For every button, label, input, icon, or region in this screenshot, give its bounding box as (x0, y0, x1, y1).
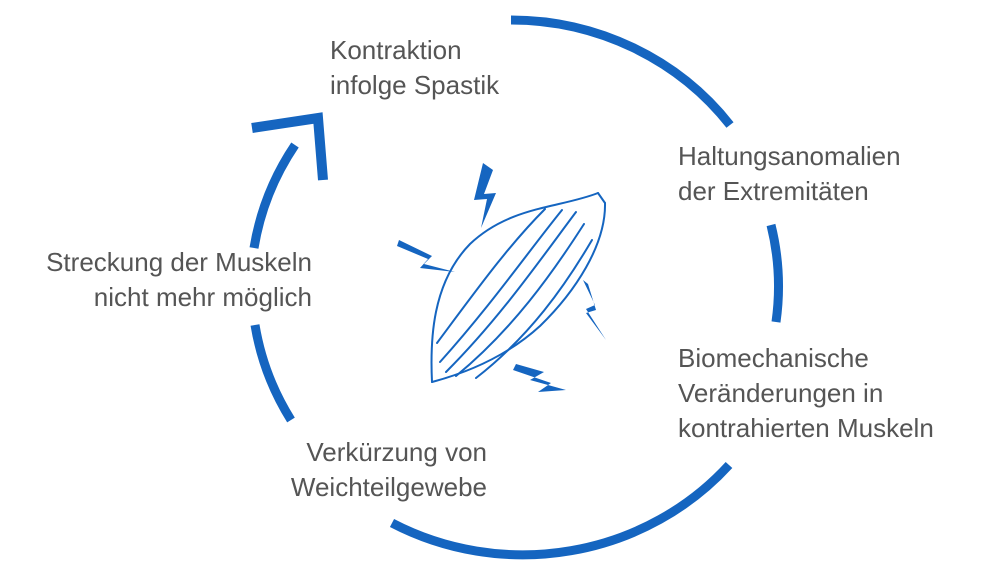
step-soft-tissue-shortening-line1: Verkürzung von (306, 437, 487, 467)
step-posture-anomalies: Haltungsanomalien der Extremitäten (678, 139, 901, 209)
step-contraction-line1: Kontraktion (330, 35, 462, 65)
cycle-arc-left-upper (249, 142, 299, 249)
lightning-bolt-icon (583, 280, 606, 340)
step-stretching-impossible: Streckung der Muskeln nicht mehr möglich (46, 245, 312, 315)
step-posture-anomalies-line2: der Extremitäten (678, 176, 869, 206)
cycle-arc-right (766, 223, 783, 323)
step-biomechanical-changes-line3: kontrahierten Muskeln (678, 413, 934, 443)
step-stretching-impossible-line1: Streckung der Muskeln (46, 247, 312, 277)
step-biomechanical-changes-line2: Veränderungen in (678, 378, 884, 408)
cycle-arc-top-right (510, 15, 734, 128)
lightning-bolt-icon (397, 240, 455, 272)
cycle-arc-bottom (389, 461, 733, 560)
step-soft-tissue-shortening: Verkürzung von Weichteilgewebe (291, 435, 487, 505)
step-biomechanical-changes: Biomechanische Veränderungen in kontrahi… (678, 341, 934, 446)
lightning-bolt-icon (513, 364, 566, 392)
step-contraction: Kontraktion infolge Spastik (330, 33, 499, 103)
cycle-arc-left-lower (250, 324, 295, 423)
step-biomechanical-changes-line1: Biomechanische (678, 343, 869, 373)
muscle-icon (430, 192, 607, 383)
step-contraction-line2: infolge Spastik (330, 70, 500, 100)
cycle-arrowhead-icon (251, 112, 328, 181)
step-stretching-impossible-line2: nicht mehr möglich (93, 282, 312, 312)
lightning-bolt-icon (474, 163, 496, 228)
step-soft-tissue-shortening-line2: Weichteilgewebe (290, 472, 487, 502)
step-posture-anomalies-line1: Haltungsanomalien (678, 141, 901, 171)
